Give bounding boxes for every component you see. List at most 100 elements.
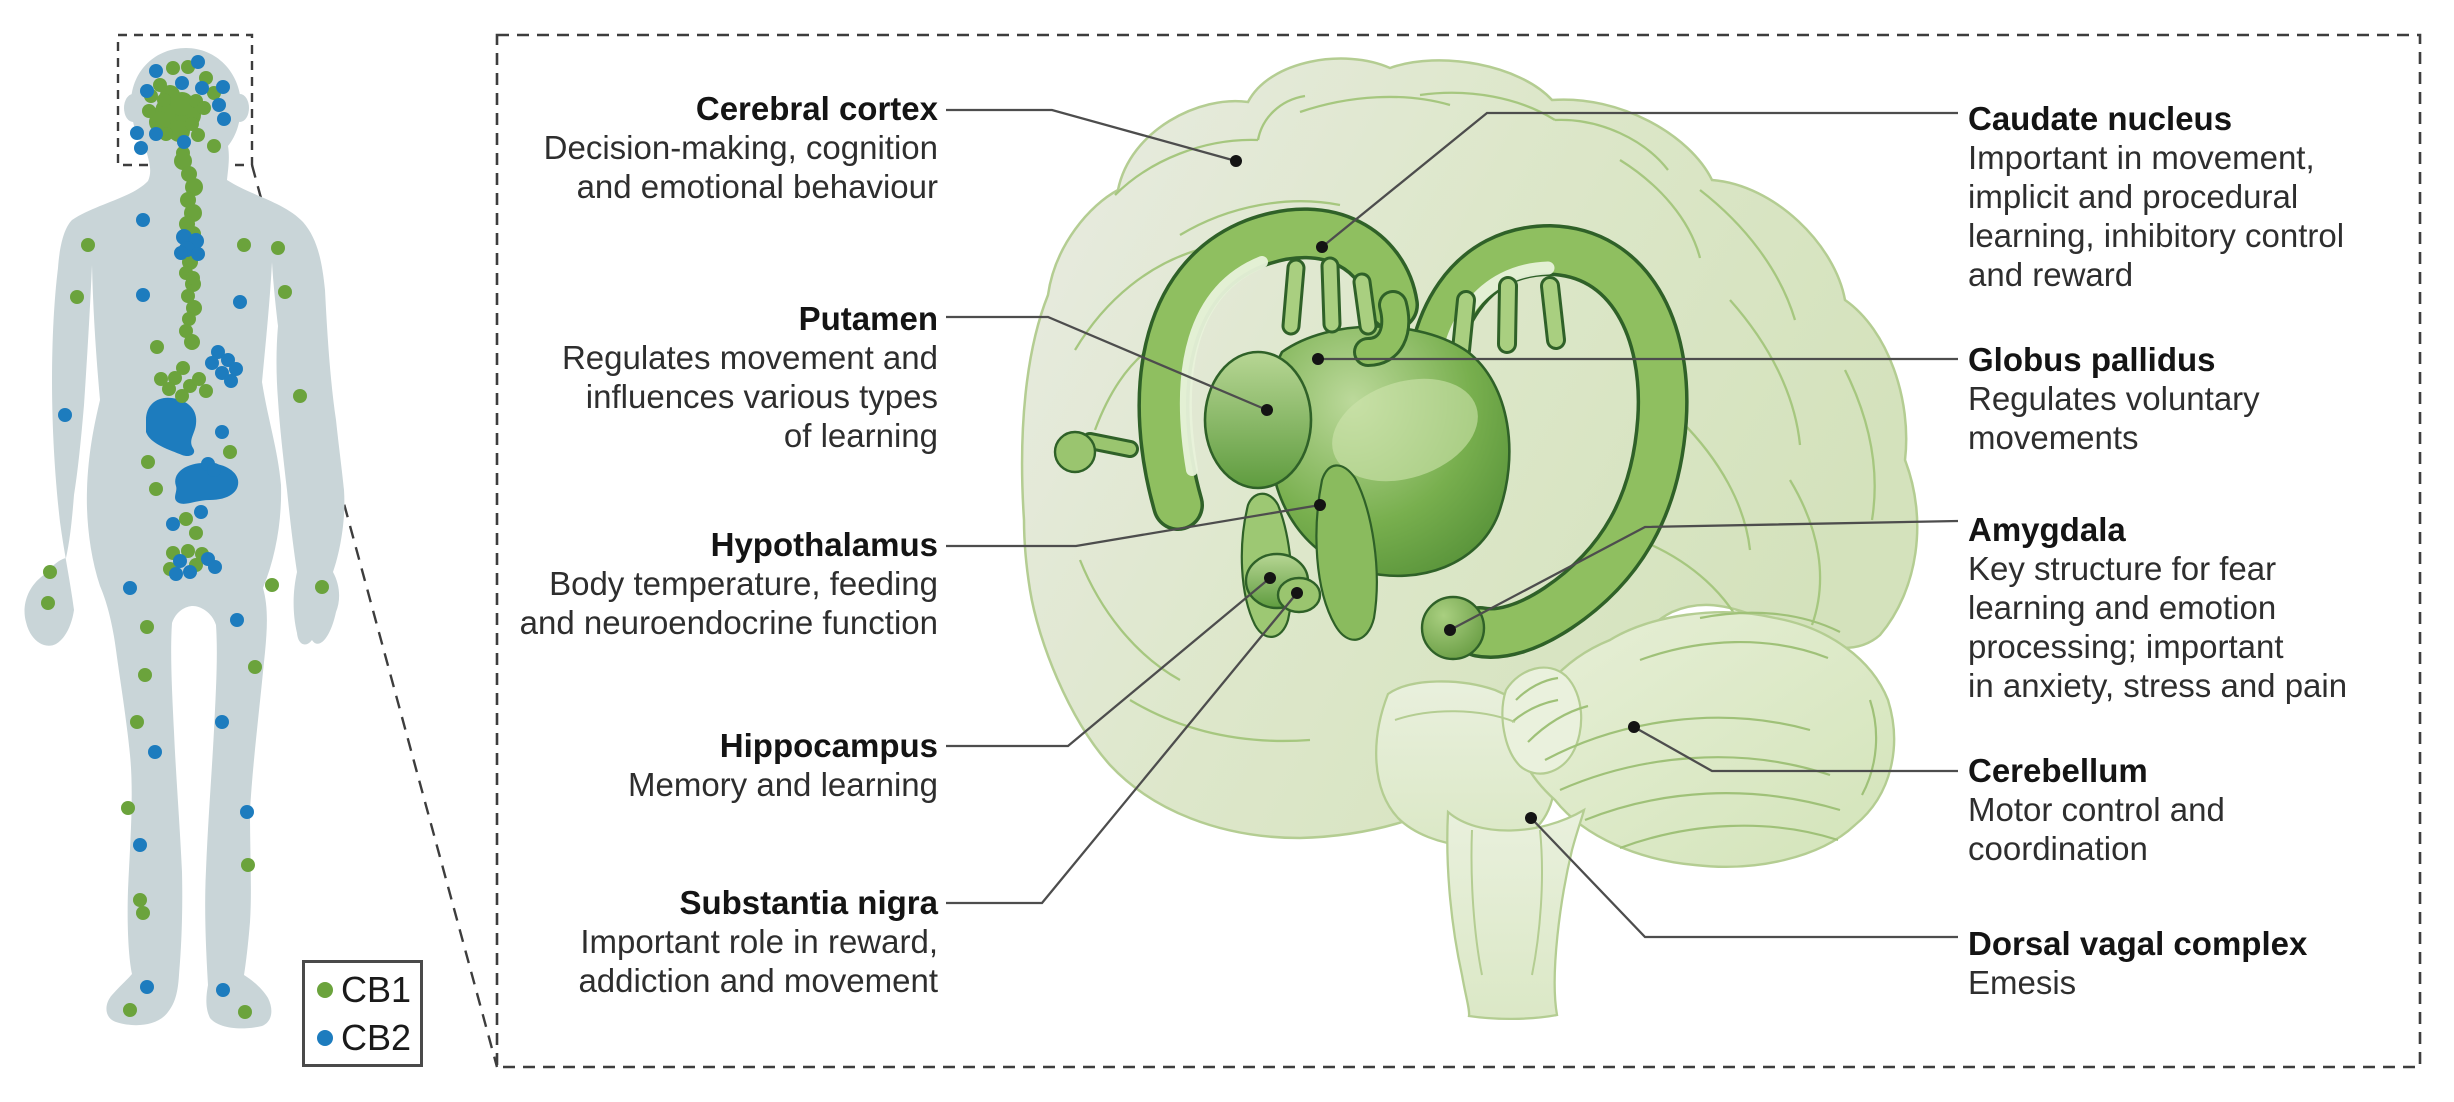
receptor-dot-cb2 bbox=[136, 213, 150, 227]
receptor-dot-cb2 bbox=[208, 560, 222, 574]
receptor-dot-cb2 bbox=[211, 345, 225, 359]
leader-dot-cerebellum bbox=[1628, 721, 1640, 733]
body-silhouette bbox=[24, 48, 345, 1029]
stalk-right bbox=[1315, 464, 1378, 641]
label-hippocampus: Hippocampus Memory and learning bbox=[438, 726, 938, 804]
receptor-dot-cb1 bbox=[179, 512, 193, 526]
brainstem-lines bbox=[1394, 710, 1543, 976]
body-figure bbox=[24, 48, 345, 1029]
receptor-dot-cb1 bbox=[241, 858, 255, 872]
label-caudate-nucleus: Caudate nucleus Important in movement, i… bbox=[1968, 99, 2428, 294]
organ-blob-upper bbox=[146, 397, 197, 457]
leader-dot-putamen bbox=[1261, 404, 1273, 416]
receptor-dot-cb1 bbox=[223, 445, 237, 459]
receptor-dot-cb1 bbox=[138, 668, 152, 682]
receptor-dot-cb2 bbox=[149, 127, 163, 141]
receptor-dot-cb1 bbox=[278, 285, 292, 299]
leader-dot-hippocampus bbox=[1264, 572, 1276, 584]
receptor-dot-cb2 bbox=[166, 517, 180, 531]
receptor-dot-cb2 bbox=[134, 141, 148, 155]
leader-dot-substantia-nigra bbox=[1291, 587, 1303, 599]
receptor-dot-cb2 bbox=[177, 135, 191, 149]
label-desc: Decision-making, cognition and emotional… bbox=[543, 129, 938, 205]
label-amygdala: Amygdala Key structure for fear learning… bbox=[1968, 510, 2428, 705]
receptor-dot-cb2 bbox=[183, 565, 197, 579]
label-title: Hypothalamus bbox=[710, 526, 938, 563]
receptor-dot-cb1 bbox=[130, 715, 144, 729]
receptor-dot-cb2 bbox=[148, 745, 162, 759]
label-desc: Regulates movement and influences variou… bbox=[561, 339, 938, 454]
receptor-dot-cb1 bbox=[123, 1003, 137, 1017]
caudate-fingers-far bbox=[1451, 276, 1566, 360]
leader-line-hypothalamus bbox=[946, 503, 1321, 548]
label-substantia-nigra: Substantia nigra Important role in rewar… bbox=[438, 883, 938, 1000]
thalamus-highlight bbox=[1332, 378, 1478, 482]
legend-label: CB2 bbox=[341, 1016, 412, 1058]
receptor-legend: CB1 CB2 bbox=[302, 960, 423, 1067]
label-putamen: Putamen Regulates movement and influence… bbox=[438, 299, 938, 455]
receptor-dot-cb2 bbox=[133, 838, 147, 852]
receptor-dot-cb2 bbox=[194, 505, 208, 519]
legend-item-cb1: CB1 bbox=[317, 969, 420, 1011]
label-desc: Important in movement, implicit and proc… bbox=[1968, 139, 2345, 293]
leader-line-amygdala bbox=[1449, 519, 1959, 632]
receptor-dot-cb1 bbox=[186, 300, 202, 316]
label-desc: Key structure for fear learning and emot… bbox=[1968, 550, 2348, 704]
receptor-dot-cb1 bbox=[175, 389, 189, 403]
receptor-dot-cb1 bbox=[181, 166, 197, 182]
receptor-dot-cb2 bbox=[140, 980, 154, 994]
receptor-dot-cb1 bbox=[162, 382, 176, 396]
receptor-dot-cb2 bbox=[175, 76, 189, 90]
receptor-dot-cb1 bbox=[153, 78, 167, 92]
cerebellum-shape bbox=[1516, 611, 1896, 868]
receptor-dot-cb1 bbox=[150, 340, 164, 354]
label-title: Caudate nucleus bbox=[1968, 100, 2233, 137]
receptor-dot-cb2 bbox=[207, 463, 221, 477]
receptor-dot-cb1 bbox=[180, 192, 196, 208]
label-desc: Emesis bbox=[1968, 964, 2077, 1001]
receptor-dot-cb1 bbox=[185, 178, 203, 196]
leader-dot-dorsal-vagal-complex bbox=[1525, 812, 1537, 824]
receptor-dot-cb2 bbox=[205, 356, 219, 370]
receptor-dot-cb1 bbox=[121, 801, 135, 815]
receptor-dot-cb1 bbox=[157, 93, 171, 107]
cerebellum-striations bbox=[1511, 611, 1878, 850]
receptor-dot-cb1 bbox=[154, 372, 168, 386]
receptor-dot-cb1 bbox=[149, 482, 163, 496]
knob-structure bbox=[1053, 430, 1139, 474]
label-title: Globus pallidus bbox=[1968, 341, 2216, 378]
putamen-shape bbox=[1203, 350, 1313, 490]
leader-line-putamen bbox=[946, 315, 1268, 412]
receptor-dot-cb2 bbox=[191, 55, 205, 69]
receptor-dot-cb1 bbox=[181, 544, 195, 558]
receptor-dot-cb2 bbox=[140, 84, 154, 98]
receptor-dot-cb2 bbox=[240, 805, 254, 819]
receptor-dot-cb1 bbox=[43, 565, 57, 579]
leader-line-substantia-nigra bbox=[946, 592, 1298, 905]
leader-dot-cerebral-cortex bbox=[1230, 155, 1242, 167]
receptor-dot-cb1 bbox=[133, 893, 147, 907]
label-title: Amygdala bbox=[1968, 511, 2126, 548]
receptor-dot-layer bbox=[41, 55, 329, 1019]
receptor-dot-cb2 bbox=[174, 246, 188, 260]
brain-illustration bbox=[1020, 57, 1919, 1021]
receptor-dot-cb1 bbox=[170, 92, 194, 116]
receptor-dot-cb1 bbox=[293, 389, 307, 403]
label-title: Substantia nigra bbox=[679, 884, 938, 921]
leader-line-caudate-nucleus bbox=[1321, 111, 1958, 248]
label-title: Dorsal vagal complex bbox=[1968, 925, 2308, 962]
receptor-dot-cb1 bbox=[192, 372, 206, 386]
receptor-dot-cb1 bbox=[41, 596, 55, 610]
label-desc: Important role in reward, addiction and … bbox=[578, 923, 938, 999]
label-hypothalamus: Hypothalamus Body temperature, feeding a… bbox=[438, 525, 938, 642]
organ-blob-lower bbox=[175, 462, 239, 504]
receptor-dot-cb1 bbox=[159, 127, 173, 141]
receptor-dot-cb2 bbox=[191, 247, 205, 261]
brainstem-shape bbox=[1446, 807, 1586, 1021]
receptor-dot-cb1 bbox=[166, 61, 180, 75]
receptor-dot-cb1 bbox=[182, 312, 196, 326]
receptor-dot-cb1 bbox=[174, 152, 192, 170]
receptor-dot-cb2 bbox=[149, 64, 163, 78]
